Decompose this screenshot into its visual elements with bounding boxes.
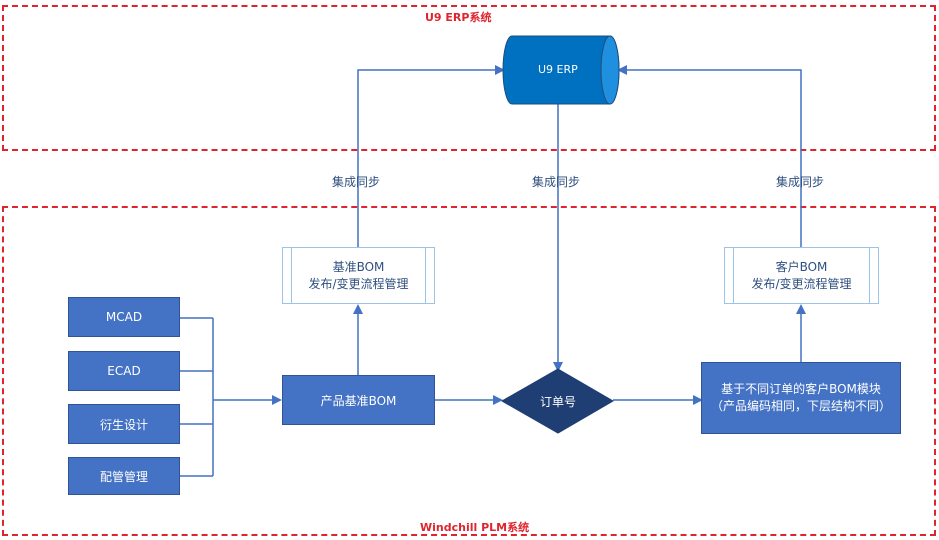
erp-node-label: U9 ERP (538, 63, 578, 76)
base-bom-process-title: 基准BOM (332, 259, 385, 274)
customer-bom-module: 基于不同订单的客户BOM模块 （产品编码相同，下层结构不同） (701, 362, 901, 434)
input-derivative-design: 衍生设计 (68, 404, 180, 444)
plm-zone (2, 206, 936, 536)
connector-left-sync (357, 65, 505, 247)
plm-zone-title: Windchill PLM系统 (420, 521, 530, 534)
product-base-bom: 产品基准BOM (282, 375, 435, 425)
customer-bom-process-title: 客户BOM (775, 259, 828, 274)
input-piping-management: 配管管理 (68, 457, 180, 495)
base-bom-process-box: 基准BOM 发布/变更流程管理 (282, 247, 435, 304)
sync-label-right: 集成同步 (776, 175, 825, 189)
order-number-label: 订单号 (540, 395, 577, 409)
erp-zone-title: U9 ERP系统 (425, 11, 492, 24)
erp-zone (2, 5, 936, 151)
connector-right-sync (617, 65, 802, 247)
sync-label-left: 集成同步 (332, 175, 381, 189)
order-diamond-shape (500, 368, 614, 434)
input-ecad: ECAD (68, 351, 180, 391)
base-bom-process-subtitle: 发布/变更流程管理 (308, 276, 409, 291)
sync-label-center: 集成同步 (532, 175, 581, 189)
customer-bom-process-subtitle: 发布/变更流程管理 (751, 276, 852, 291)
input-mcad: MCAD (68, 297, 180, 337)
customer-bom-module-title: 基于不同订单的客户BOM模块 (721, 382, 881, 396)
erp-cylinder-shape (502, 35, 620, 105)
customer-bom-module-note: （产品编码相同，下层结构不同） (710, 399, 891, 413)
customer-bom-process-box: 客户BOM 发布/变更流程管理 (724, 247, 879, 304)
